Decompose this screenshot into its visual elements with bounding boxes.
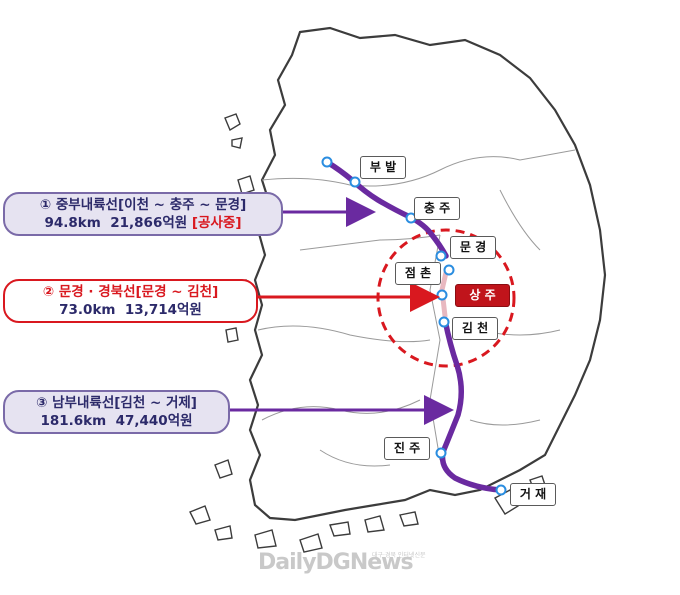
route-nambu-naeryuk <box>439 317 503 493</box>
watermark-logo: DailyDGNews <box>258 550 414 575</box>
callout-2-number: ② <box>42 284 55 300</box>
station-dot-geoje <box>495 484 507 496</box>
callout-mungyeong-gyeongbuk: ② 문경 · 경북선[문경 ~ 김천] 73.0km 13,714억원 <box>3 279 258 323</box>
callout-1-line: 중부내륙선[이천 ~ 충주 ~ 문경] <box>55 197 247 213</box>
station-label-jinju: 진 주 <box>384 437 430 460</box>
station-label-gimcheon: 김 천 <box>452 317 498 340</box>
station-dot-jinju <box>435 447 447 459</box>
station-dot-a <box>349 176 361 188</box>
callout-nambu-naeryuk: ③ 남부내륙선[김천 ~ 거제] 181.6km 47,440억원 <box>3 390 230 434</box>
station-dot-jeomchon <box>443 264 455 276</box>
callout-2-cost: 13,714억원 <box>124 302 202 318</box>
station-dot-bubal <box>321 156 333 168</box>
callout-1-detail: 94.8km 21,866억원 [공사중] <box>5 214 281 232</box>
callout-3-cost: 47,440억원 <box>115 413 193 429</box>
callout-1-status: [공사중] <box>191 215 242 231</box>
islands <box>189 113 547 553</box>
callout-3-line: 남부내륙선[김천 ~ 거제] <box>52 395 197 411</box>
station-label-bubal: 부 발 <box>360 156 406 179</box>
station-dot-gimcheon <box>438 316 450 328</box>
station-label-jeomchon: 점 촌 <box>395 262 441 285</box>
station-dot-mungyeong <box>435 250 447 262</box>
callout-2-length: 73.0km <box>59 302 116 318</box>
callout-3-title: ③ 남부내륙선[김천 ~ 거제] <box>5 394 228 412</box>
station-label-chungju: 충 주 <box>414 197 460 220</box>
callout-1-cost: 21,866억원 <box>110 215 188 231</box>
station-label-mungyeong: 문 경 <box>450 236 496 259</box>
station-dot-sangju <box>436 289 448 301</box>
callout-2-line: 문경 · 경북선[문경 ~ 김천] <box>58 284 219 300</box>
station-label-geoje: 거 재 <box>510 483 556 506</box>
station-label-sangju: 상 주 <box>455 284 510 307</box>
callout-2-detail: 73.0km 13,714억원 <box>5 301 256 319</box>
callout-jungbu-naeryuk: ① 중부내륙선[이천 ~ 충주 ~ 문경] 94.8km 21,866억원 [공… <box>3 192 283 236</box>
callout-1-title: ① 중부내륙선[이천 ~ 충주 ~ 문경] <box>5 196 281 214</box>
watermark-subtitle: 대구·경북 인터넷신문 <box>372 552 426 559</box>
callout-1-length: 94.8km <box>44 215 101 231</box>
callout-3-length: 181.6km <box>40 413 107 429</box>
callout-2-title: ② 문경 · 경북선[문경 ~ 김천] <box>5 283 256 301</box>
callout-3-detail: 181.6km 47,440억원 <box>5 412 228 430</box>
route-jungbu-naeryuk <box>324 159 449 259</box>
callout-3-number: ③ <box>36 395 48 411</box>
callout-1-number: ① <box>39 197 52 213</box>
